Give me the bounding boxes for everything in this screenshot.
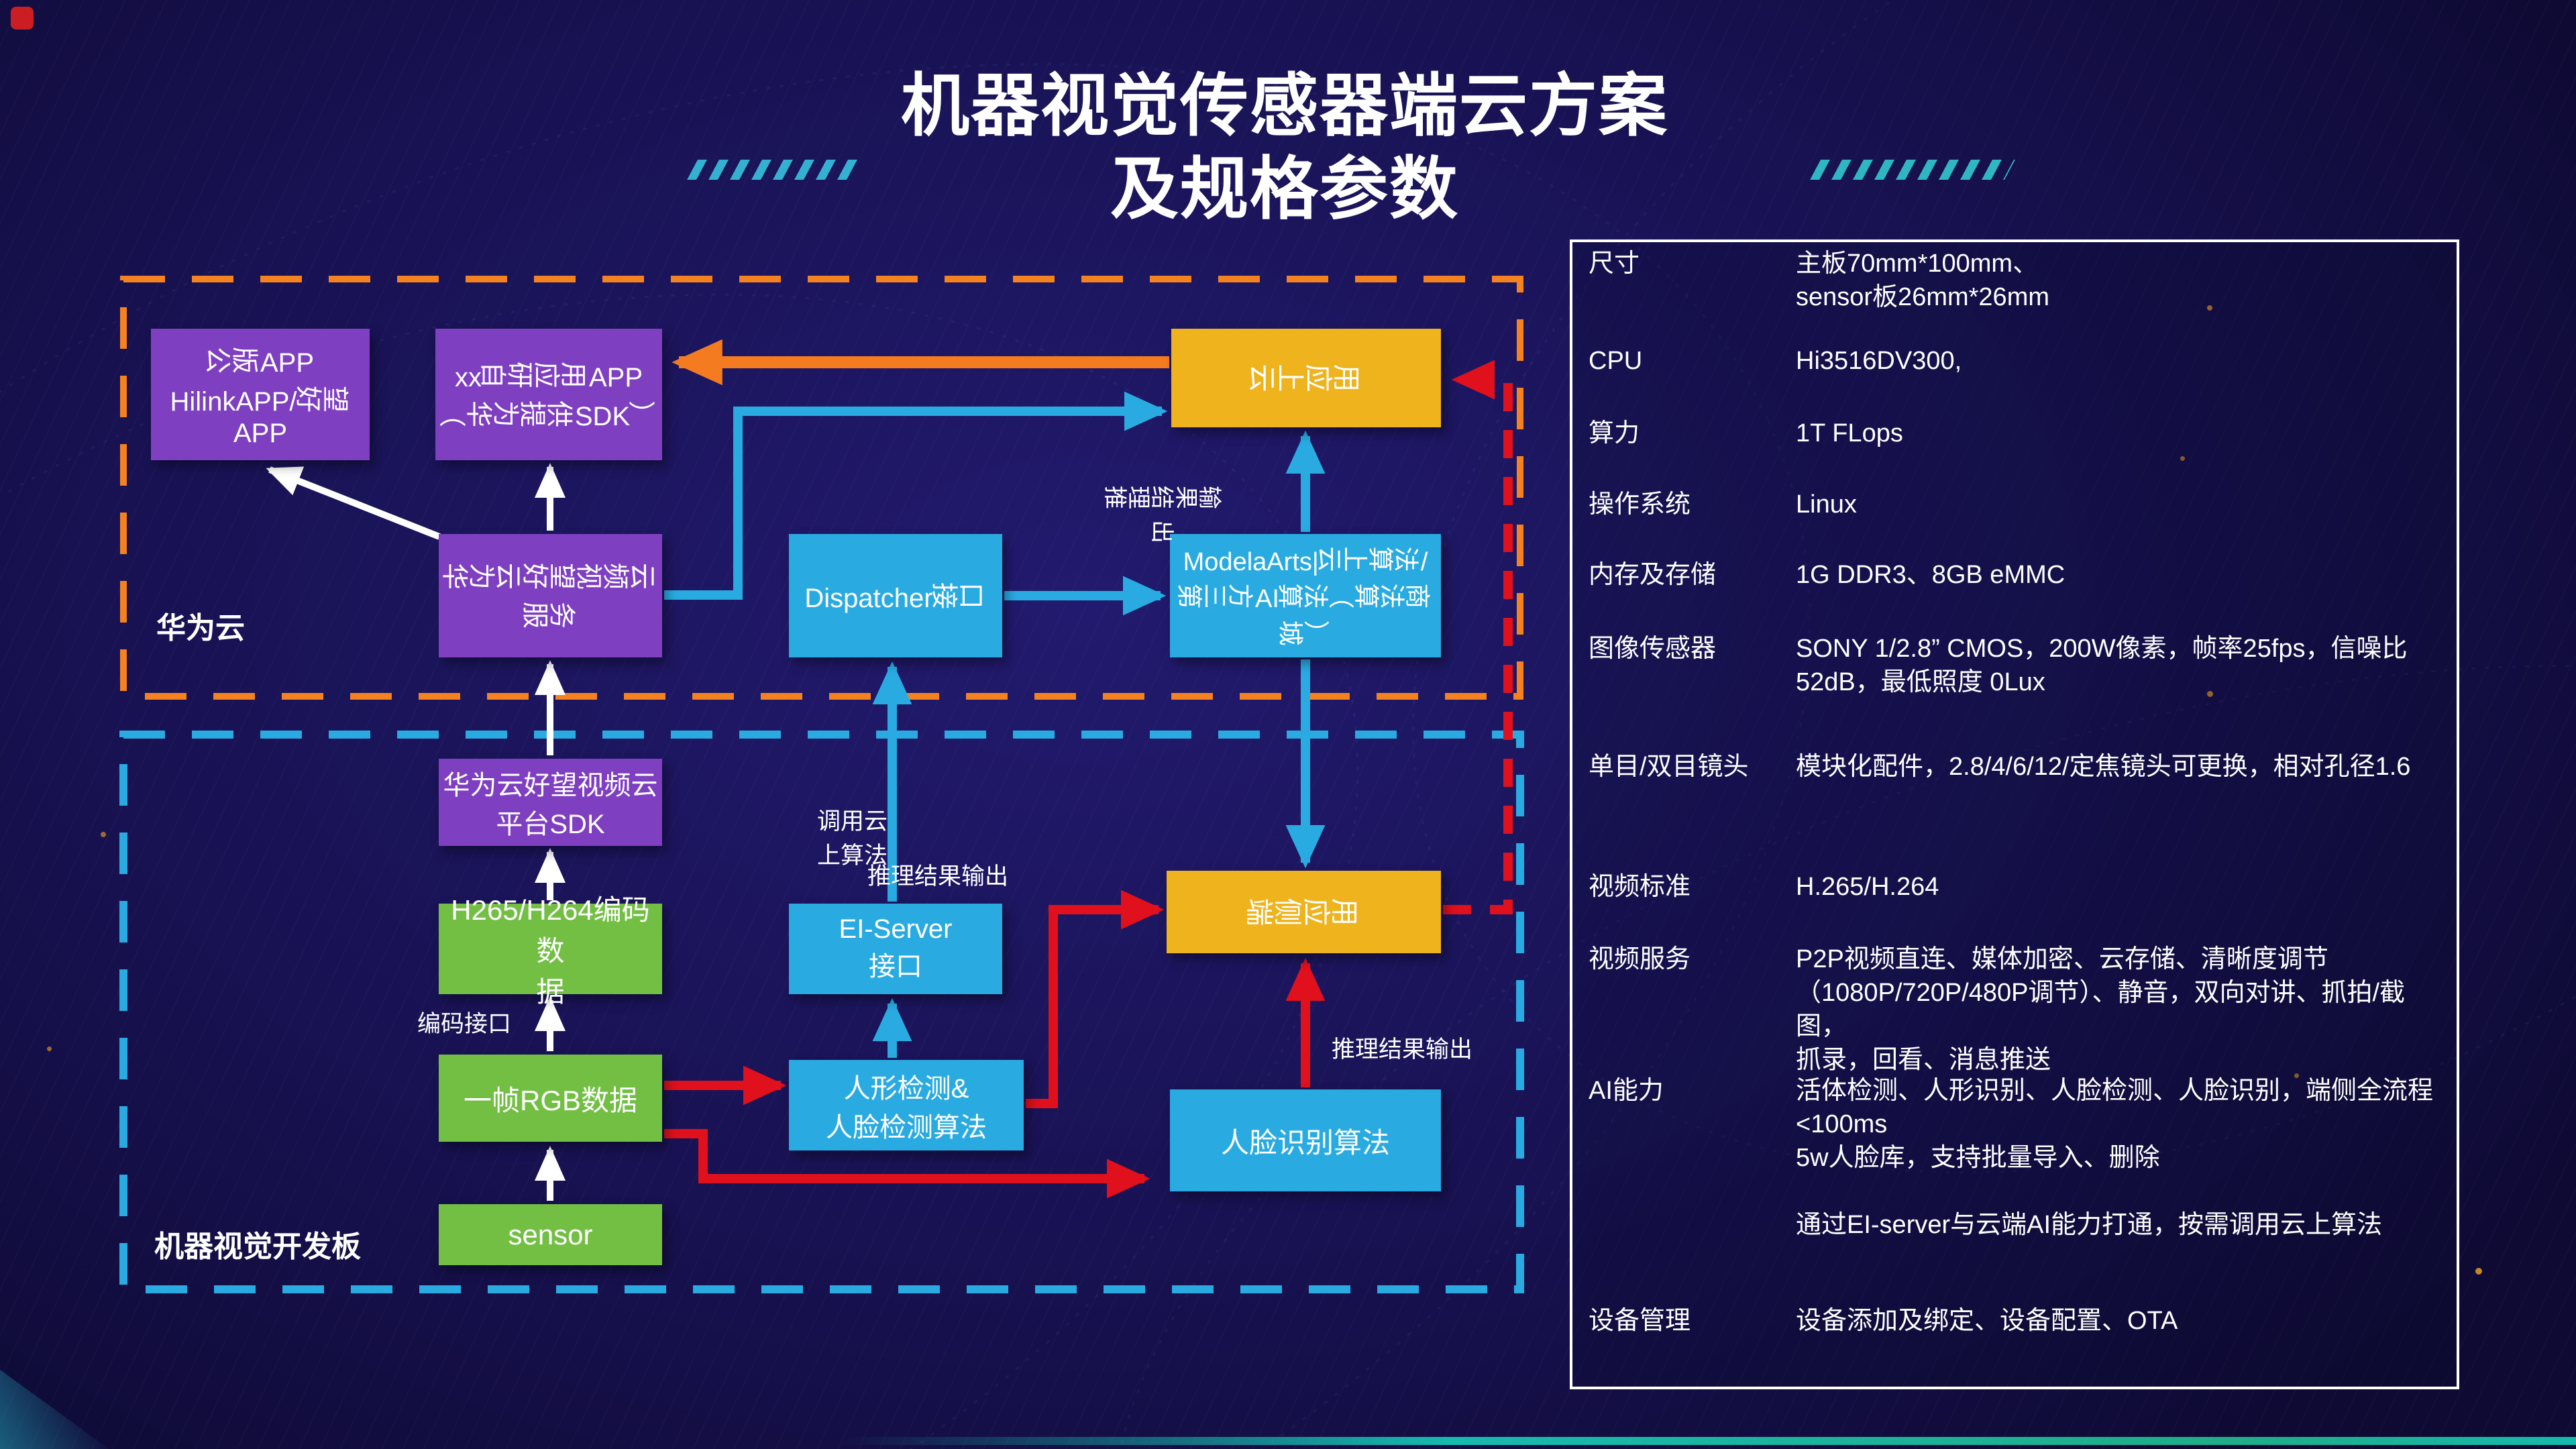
- decor-dot: [47, 1046, 52, 1051]
- page-title-line1: 机器视觉传感器端云方案: [901, 68, 1668, 144]
- arrow-service-to-apppublic: [266, 466, 441, 540]
- spec-value-line: sensor板26mm*26mm: [1796, 283, 2049, 311]
- page-title: 机器视觉传感器端云方案 及规格参数: [745, 64, 1825, 231]
- spec-value-line: 1G DDR3、8GB eMMC: [1796, 561, 2065, 589]
- box-rgb-frame-label: 一帧RGB数据: [463, 1084, 637, 1116]
- spec-label: 单目/双目镜头: [1589, 753, 1749, 781]
- spec-value-line: Hi3516DV300,: [1796, 347, 1962, 375]
- decor-dot: [2207, 305, 2212, 311]
- box-public-app-label: 公版APP HilinkAPP/好望 APP: [170, 346, 350, 448]
- box-device-app: 端侧应用: [1167, 871, 1441, 953]
- edge-label-call-cloud: 调用云 上算法: [817, 808, 888, 869]
- spec-value: 活体检测、人形识别、人脸检测、人脸识别，端侧全流程 <100ms 5w人脸库，支持批…: [1796, 1074, 2433, 1242]
- spec-label: 设备管理: [1589, 1307, 1691, 1335]
- box-device-app-label: 端侧应用: [1243, 898, 1360, 926]
- spec-value-line: H.265/H.264: [1796, 873, 1939, 901]
- spec-value-line: 1T FLops: [1796, 419, 1903, 447]
- box-cloud-app: 云上应用: [1171, 329, 1441, 427]
- corner-logo-mark: [11, 7, 34, 30]
- edge-label-infer-out-mid: 推理结果输出: [867, 863, 1009, 890]
- spec-value: P2P视频直连、媒体加密、云存储、清晰度调节 （1080P/720P/480P调节…: [1796, 943, 2433, 1077]
- box-holo-sdk-label: 华为云好望视频云 平台SDK: [443, 771, 658, 839]
- decor-dot: [2475, 1268, 2482, 1275]
- spec-label: 视频标准: [1589, 873, 1691, 901]
- box-face-recog-label: 人脸识别算法: [1220, 1126, 1390, 1159]
- spec-value-line: 模块化配件，2.8/4/6/12/定焦镜头可更换，相对孔径1.6: [1796, 753, 2411, 781]
- cloud-region-border: [120, 276, 1523, 700]
- box-cloud-app-label: 云上应用: [1246, 364, 1362, 392]
- spec-value: 1T FLops: [1796, 417, 2433, 450]
- spec-label: 操作系统: [1589, 490, 1691, 519]
- cloud-region-label: 华为云: [156, 612, 245, 645]
- box-modelarts: ModelaArts|云上算法/ 第三方AI算法（算法商 城）: [1170, 534, 1441, 657]
- spec-value-line: SONY 1/2.8” CMOS，200W像素，帧率25fps，信噪比: [1796, 635, 2408, 663]
- box-sensor: sensor: [439, 1204, 662, 1265]
- spec-value: 模块化配件，2.8/4/6/12/定焦镜头可更换，相对孔径1.6: [1796, 750, 2433, 784]
- box-sensor-label: sensor: [508, 1218, 593, 1250]
- spec-value: SONY 1/2.8” CMOS，200W像素，帧率25fps，信噪比 52dB，…: [1796, 632, 2433, 699]
- decor-dot: [2207, 691, 2213, 697]
- box-modelarts-label: ModelaArts|云上算法/ 第三方AI算法（算法商 城）: [1174, 545, 1431, 646]
- spec-label: 视频服务: [1589, 945, 1691, 973]
- spec-value-line: [1796, 1175, 2433, 1208]
- decor-dot: [101, 832, 106, 837]
- spec-value-line: 活体检测、人形识别、人脸检测、人脸识别，端侧全流程: [1796, 1077, 2434, 1105]
- spec-value: Linux: [1796, 488, 2433, 521]
- edge-label-infer-out-top: 推理结果输 出: [1102, 485, 1222, 544]
- spec-label: 内存及存储: [1589, 561, 1717, 589]
- spec-value-line: 52dB，最低照度 0Lux: [1796, 668, 2045, 696]
- arrow-deviceapp-to-cloudapp-dashed: [1443, 360, 1513, 914]
- spec-value-line: <100ms: [1796, 1110, 1888, 1138]
- spec-value-line: Linux: [1796, 490, 1857, 519]
- box-custom-app-label: xx自研应用APP （华为提供SDK）: [436, 362, 656, 431]
- spec-label: AI能力: [1589, 1077, 1664, 1105]
- box-holo-sdk: 华为云好望视频云 平台SDK: [439, 759, 662, 846]
- box-h265: H265/H264编码数 据: [439, 894, 662, 1008]
- edge-label-infer-out-bottom: 推理结果输出: [1332, 1036, 1473, 1063]
- spec-label: 算力: [1589, 419, 1640, 447]
- spec-value: 设备添加及绑定、设备配置、OTA: [1796, 1304, 2433, 1338]
- box-rgb-frame: 一帧RGB数据: [439, 1055, 662, 1142]
- box-ei-server: EI-Server 接口: [789, 904, 1002, 994]
- arrow-detect-to-deviceapp: [1026, 890, 1165, 1108]
- spec-value-line: 抓录，回看、消息推送: [1796, 1046, 2051, 1074]
- board-region-border: [119, 731, 1524, 1293]
- box-face-recog: 人脸识别算法: [1170, 1089, 1441, 1191]
- box-dispatcher: Dispatcher接口: [789, 534, 1002, 657]
- arrow-rgb-to-facerecog: [664, 1129, 1150, 1199]
- box-h265-label: H265/H264编码数 据: [451, 894, 650, 1008]
- spec-value-line: 通过EI-server与云端AI能力打通，按需调用云上算法: [1796, 1211, 2383, 1239]
- arrow-service-to-cloudapp: [664, 391, 1168, 600]
- bottom-glow-bar: [839, 1437, 2576, 1445]
- spec-value-line: 设备添加及绑定、设备配置、OTA: [1796, 1307, 2178, 1335]
- box-custom-app: xx自研应用APP （华为提供SDK）: [435, 329, 662, 460]
- spec-label: 图像传感器: [1589, 635, 1717, 663]
- decor-dot: [2180, 456, 2185, 461]
- spec-value-line: （1080P/720P/480P调节）、静音，双向对讲、抓拍/截图，: [1796, 979, 2406, 1040]
- box-dispatcher-label: Dispatcher接口: [804, 582, 985, 613]
- box-holo-service-label: 华为云好望视频云 服务: [439, 563, 657, 629]
- spec-value: 主板70mm*100mm、 sensor板26mm*26mm: [1796, 247, 2433, 314]
- decor-dot: [2294, 1073, 2299, 1078]
- spec-value-line: P2P视频直连、媒体加密、云存储、清晰度调节: [1796, 945, 2328, 973]
- board-region-label: 机器视觉开发板: [154, 1230, 361, 1263]
- spec-label: 尺寸: [1589, 250, 1640, 278]
- box-holo-service: 华为云好望视频云 服务: [439, 534, 662, 657]
- box-detect-label: 人形检测& 人脸检测算法: [826, 1073, 987, 1142]
- spec-value: Hi3516DV300,: [1796, 344, 2433, 378]
- box-ei-server-label: EI-Server 接口: [839, 914, 953, 981]
- spec-value-line: 主板70mm*100mm、: [1796, 250, 2039, 278]
- spec-value-line: 5w人脸库，支持批量导入、删除: [1796, 1144, 2160, 1172]
- edge-label-encode-api: 编码接口: [417, 1011, 512, 1037]
- box-detect: 人形检测& 人脸检测算法: [789, 1060, 1024, 1150]
- spec-value: 1G DDR3、8GB eMMC: [1796, 558, 2433, 592]
- box-public-app: 公版APP HilinkAPP/好望 APP: [151, 329, 370, 460]
- spec-value: H.265/H.264: [1796, 870, 2433, 904]
- spec-label: CPU: [1589, 347, 1643, 375]
- page-title-line2: 及规格参数: [1110, 151, 1459, 228]
